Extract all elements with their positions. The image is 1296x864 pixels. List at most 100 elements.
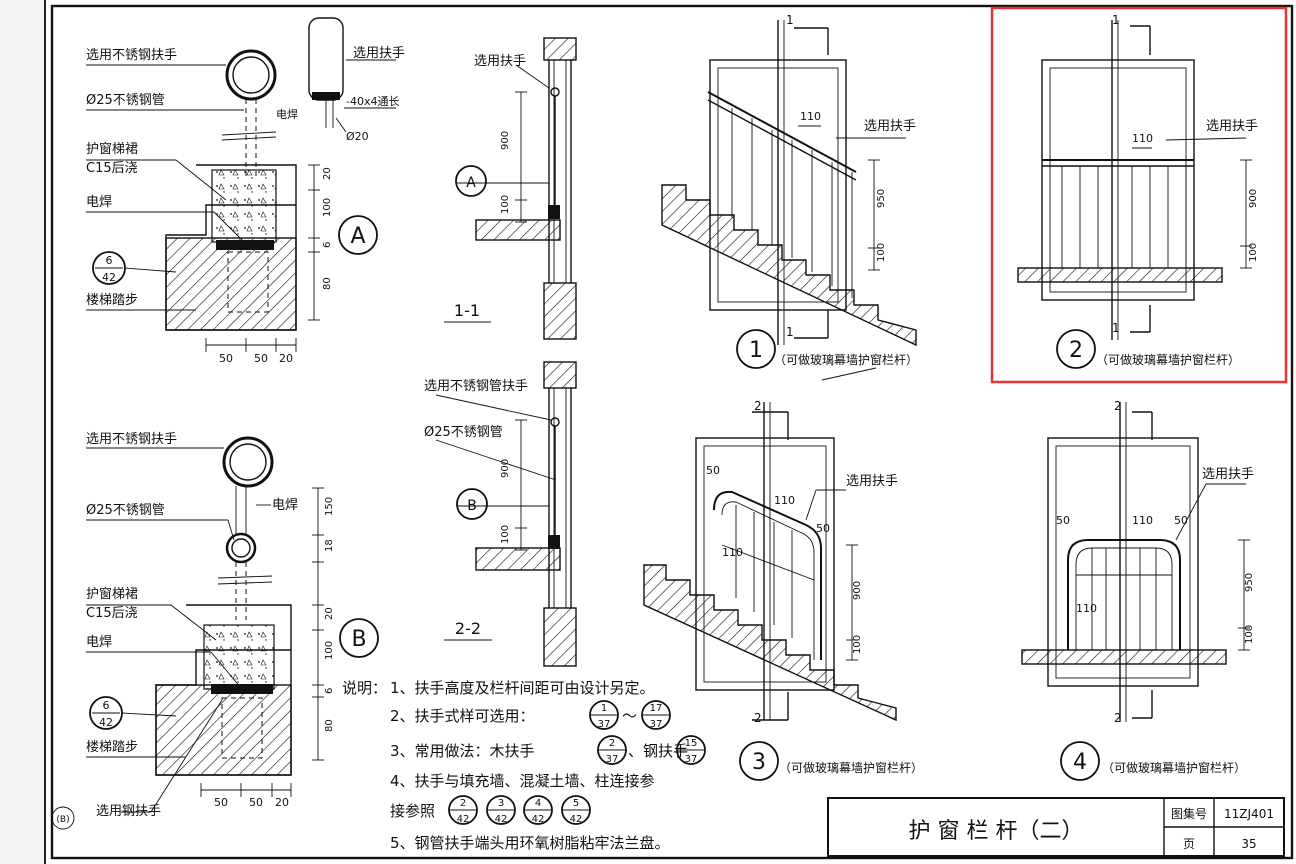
s11-dim-2: 100 — [500, 195, 511, 214]
s22-handrail-label: 选用不锈钢管扶手 — [424, 379, 528, 394]
a-callout-2: Ø25不锈钢管 — [86, 93, 165, 108]
notes-ref-4a-top: 2 — [460, 798, 466, 809]
a-callout-5: 电焊 — [86, 194, 112, 210]
b-callout-8: 选用钢扶手 — [96, 804, 161, 819]
e4-cut-bottom: 2 — [1114, 711, 1122, 725]
e3-handrail-label: 选用扶手 — [846, 474, 898, 489]
a-vdim-4: 80 — [322, 277, 333, 290]
a-vdim-1: 20 — [322, 167, 333, 180]
a-bar-label: Ø20 — [346, 130, 369, 143]
s22-dim-1: 900 — [500, 459, 511, 478]
e1-cut-bottom: 1 — [786, 325, 794, 339]
e4-extra-2: 50 — [1174, 514, 1188, 527]
e3-cut-bottom: 2 — [754, 711, 762, 725]
elevation-4 — [1021, 402, 1250, 781]
notes-ref-3a-bottom: 37 — [606, 754, 619, 765]
e2-dim-2: 100 — [1248, 243, 1259, 262]
title-block-page-label: 页 — [1183, 837, 1195, 851]
a-callout-4: C15后浇 — [86, 161, 138, 176]
notes-line-4b: 接参照 — [390, 802, 435, 820]
section-1-1 — [444, 37, 577, 340]
b-vdim-3: 20 — [324, 607, 335, 620]
notes-ref-4c-top: 4 — [535, 798, 541, 809]
a-hdim-3: 20 — [279, 352, 293, 365]
e3-caption: （可做玻璃幕墙护窗栏杆） — [779, 760, 923, 775]
s22-dim-2: 100 — [500, 525, 511, 544]
notes-line-4: 4、扶手与填充墙、混凝土墙、柱连接参 — [390, 772, 655, 790]
e1-dim-2: 100 — [876, 243, 887, 262]
notes-ref-3b-bottom: 37 — [685, 754, 698, 765]
e4-cut-top: 2 — [1114, 399, 1122, 413]
elevation-2 — [1017, 20, 1252, 369]
corner-mark-circle — [51, 806, 75, 830]
detail-b — [86, 436, 379, 813]
e2-number: 2 — [1069, 338, 1083, 363]
b-vdim-1: 150 — [324, 497, 335, 516]
e4-dim-1: 950 — [1244, 573, 1255, 592]
e3-dim-1: 900 — [852, 581, 863, 600]
b-vdim-4: 100 — [324, 641, 335, 660]
detail-a-concrete — [211, 169, 277, 243]
title-block-page-no: 35 — [1241, 837, 1256, 851]
notes-ref-2a-bottom: 37 — [598, 719, 611, 730]
a-plate-label: -40x4通长 — [346, 95, 399, 108]
e4-spacing: 110 — [1132, 514, 1153, 527]
b-callout-7: 楼梯踏步 — [86, 740, 138, 755]
notes-ref-4c-bottom: 42 — [532, 814, 545, 825]
notes-ref-3a-top: 2 — [609, 738, 615, 749]
e4-caption: （可做玻璃幕墙护窗栏杆） — [1102, 760, 1246, 775]
s22-title: 2-2 — [455, 619, 481, 638]
a-callout-3: 护窗梯裙 — [86, 141, 138, 157]
s11-title: 1-1 — [454, 301, 480, 320]
e4-extra-1: 50 — [1056, 514, 1070, 527]
section-2-2 — [435, 361, 577, 667]
e1-dim-1: 950 — [876, 189, 887, 208]
a-vdim-3: 6 — [322, 242, 333, 248]
detail-b-concrete — [203, 624, 275, 690]
a-bubble-label: A — [350, 224, 365, 249]
b-callout-2: Ø25不锈钢管 — [86, 503, 165, 518]
a-vdim-2: 100 — [322, 198, 333, 217]
notes-line-2a: 2、扶手式样可选用： — [390, 707, 535, 725]
a-callout-6: 楼梯踏步 — [86, 293, 138, 308]
a-handrail-label: 选用扶手 — [353, 46, 405, 61]
notes-line-5: 5、钢管扶手端头用环氧树脂粘牢法兰盘。 — [390, 834, 670, 852]
e3-dim-2: 100 — [852, 635, 863, 654]
notes-ref-bubbles — [448, 700, 706, 825]
notes-line-3b: 、钢扶手 — [628, 742, 688, 760]
b-ref-top: 6 — [103, 699, 110, 712]
detail-a — [86, 17, 396, 352]
elevation-1 — [661, 20, 917, 381]
b-callout-6: 电焊 — [86, 634, 112, 650]
notes-ref-2b-bottom: 37 — [650, 719, 663, 730]
notes-ref-4a-bottom: 42 — [457, 814, 470, 825]
a-ref-bottom: 42 — [102, 271, 116, 284]
b-bubble-label: B — [351, 627, 366, 652]
b-hdim-3: 20 — [275, 796, 289, 809]
elevation-3 — [643, 402, 897, 781]
highlight-box — [990, 6, 1288, 384]
notes-ref-4d-bottom: 42 — [570, 814, 583, 825]
e1-handrail-label: 选用扶手 — [864, 119, 916, 134]
notes-ref-3b-top: 15 — [685, 738, 698, 749]
e2-cut-bottom: 1 — [1112, 321, 1120, 335]
title-block-title: 护 窗 栏 杆（二） — [909, 819, 1084, 844]
e2-handrail-label: 选用扶手 — [1206, 119, 1258, 134]
b-vdim-2: 18 — [324, 539, 335, 552]
a-ref-top: 6 — [106, 254, 113, 267]
a-callout-1: 选用不锈钢扶手 — [86, 48, 177, 63]
e1-caption: （可做玻璃幕墙护窗栏杆） — [774, 352, 918, 367]
e4-number: 4 — [1073, 750, 1087, 775]
b-callout-1: 选用不锈钢扶手 — [86, 432, 177, 447]
b-hdim-1: 50 — [214, 796, 228, 809]
e4-handrail-label: 选用扶手 — [1202, 467, 1254, 482]
e1-cut-top: 1 — [786, 13, 794, 27]
e2-cut-top: 1 — [1112, 13, 1120, 27]
sheet-border — [50, 4, 1294, 860]
s11-handrail-label: 选用扶手 — [474, 54, 526, 69]
title-block-atlas-label: 图集号 — [1171, 806, 1207, 821]
a-hdim-1: 50 — [219, 352, 233, 365]
e2-dim-1: 900 — [1248, 189, 1259, 208]
notes-ref-4b-top: 3 — [498, 798, 504, 809]
e4-dim-2: 100 — [1244, 625, 1255, 644]
